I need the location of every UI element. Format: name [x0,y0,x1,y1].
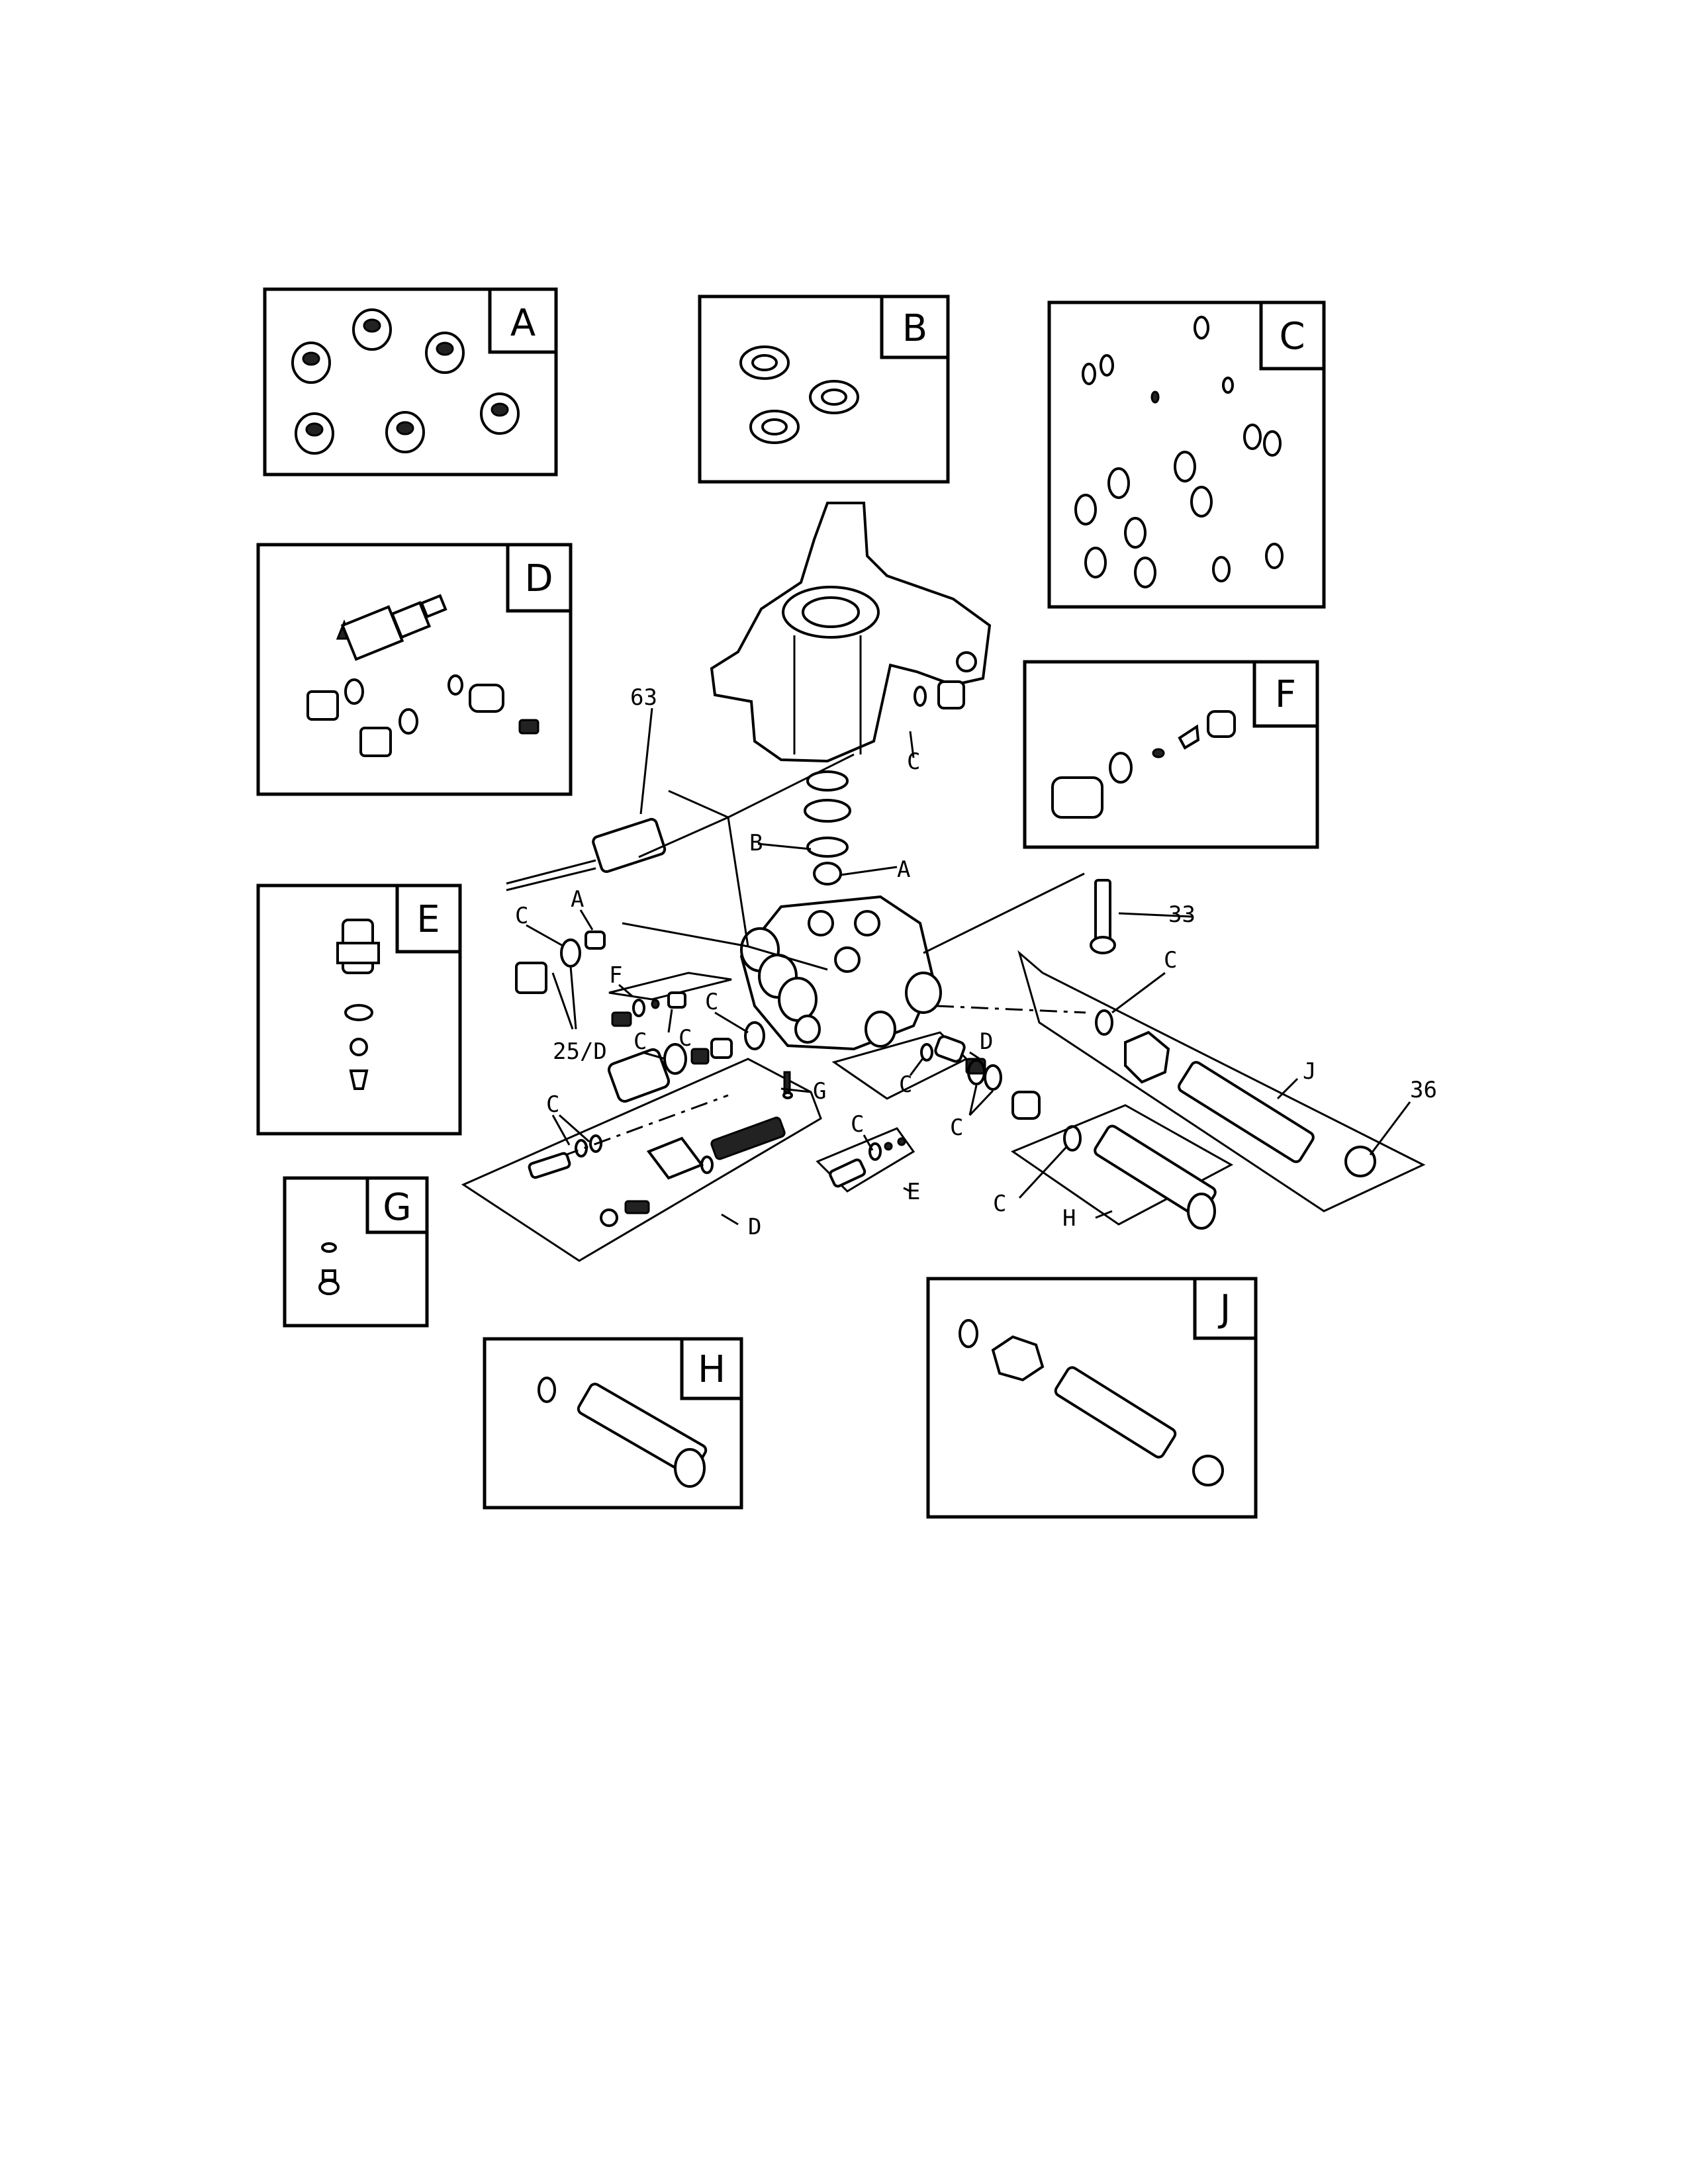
kit-b-seals: B [698,295,950,484]
kit-d-label: D [524,557,553,600]
inlet-fitting-icon [959,1319,1224,1486]
label-a-left: A [571,886,584,913]
label-b-seal: B [749,830,763,856]
label-j: J [1303,1058,1316,1085]
kit-d-unloader: D [256,543,573,796]
pressure-sensor-part [506,707,667,891]
pump-manifold [739,895,942,1051]
kit-b-label: B [902,307,927,350]
kit-h-label: H [698,1348,726,1391]
label-a-valve: A [897,856,910,883]
label-f-left: F [609,962,622,989]
kit-g-label: G [383,1186,411,1229]
plug-icon [306,674,539,757]
kit-f-label: F [1275,673,1296,716]
kit-j-inlet: J [926,1277,1258,1519]
label-c-dleft: C [546,1091,559,1118]
kit-e-fittings: E [256,884,462,1136]
label-33: 33 [1168,901,1196,928]
kit-g-screws: G [283,1176,429,1328]
label-c-h: C [993,1191,1006,1217]
piston-seal-stack [804,770,851,886]
label-c-left-top: C [515,903,528,929]
kit-f-fittings: F [1023,660,1319,849]
guide-outlines [461,753,1426,1262]
fitting-icon [1051,710,1236,819]
o-ring-icon [1074,316,1284,588]
inlet-fitting-icon [538,1377,708,1488]
kit-h-inlet: H [483,1337,743,1510]
right-side-parts [920,1009,1376,1230]
screw-icon [318,1242,340,1295]
label-c-mid2: C [633,1028,647,1055]
valve-icon [291,308,520,455]
label-c-mid1: C [705,989,718,1015]
kit-c-orings: C [1047,300,1326,609]
label-e: E [907,1179,920,1205]
label-36: 36 [1410,1077,1437,1103]
fitting-icon [336,919,380,1090]
label-d-bottom: D [748,1214,761,1240]
kit-a-valves: A [263,287,558,477]
label-c-d-right1: C [899,1071,912,1098]
label-c-j: C [1164,947,1177,974]
label-c-head: C [907,749,920,775]
kit-j-label: J [1218,1287,1231,1330]
label-g-mid: G [813,1078,826,1105]
label-c-e: C [851,1111,864,1138]
label-d-right: D [980,1028,993,1055]
small-fittings-parts [611,991,906,1188]
leader-lines [526,731,1411,1226]
plug-part [515,931,606,1030]
screw-part [1090,879,1192,954]
label-c-d-right2: C [950,1115,963,1141]
pump-crankcase [710,502,992,763]
callout-labels: 63 33 36 25/D C B A A C F C C C G C D C … [515,684,1437,1240]
seal-icon [739,345,859,444]
kit-c-label: C [1279,315,1305,358]
label-25d: 25/D [553,1038,607,1065]
label-c-f: C [679,1025,692,1052]
unloader-valve-icon [336,594,447,661]
label-h: H [1062,1205,1076,1232]
label-63: 63 [630,684,657,711]
kit-a-label: A [510,302,536,345]
kit-e-label: E [416,898,440,941]
